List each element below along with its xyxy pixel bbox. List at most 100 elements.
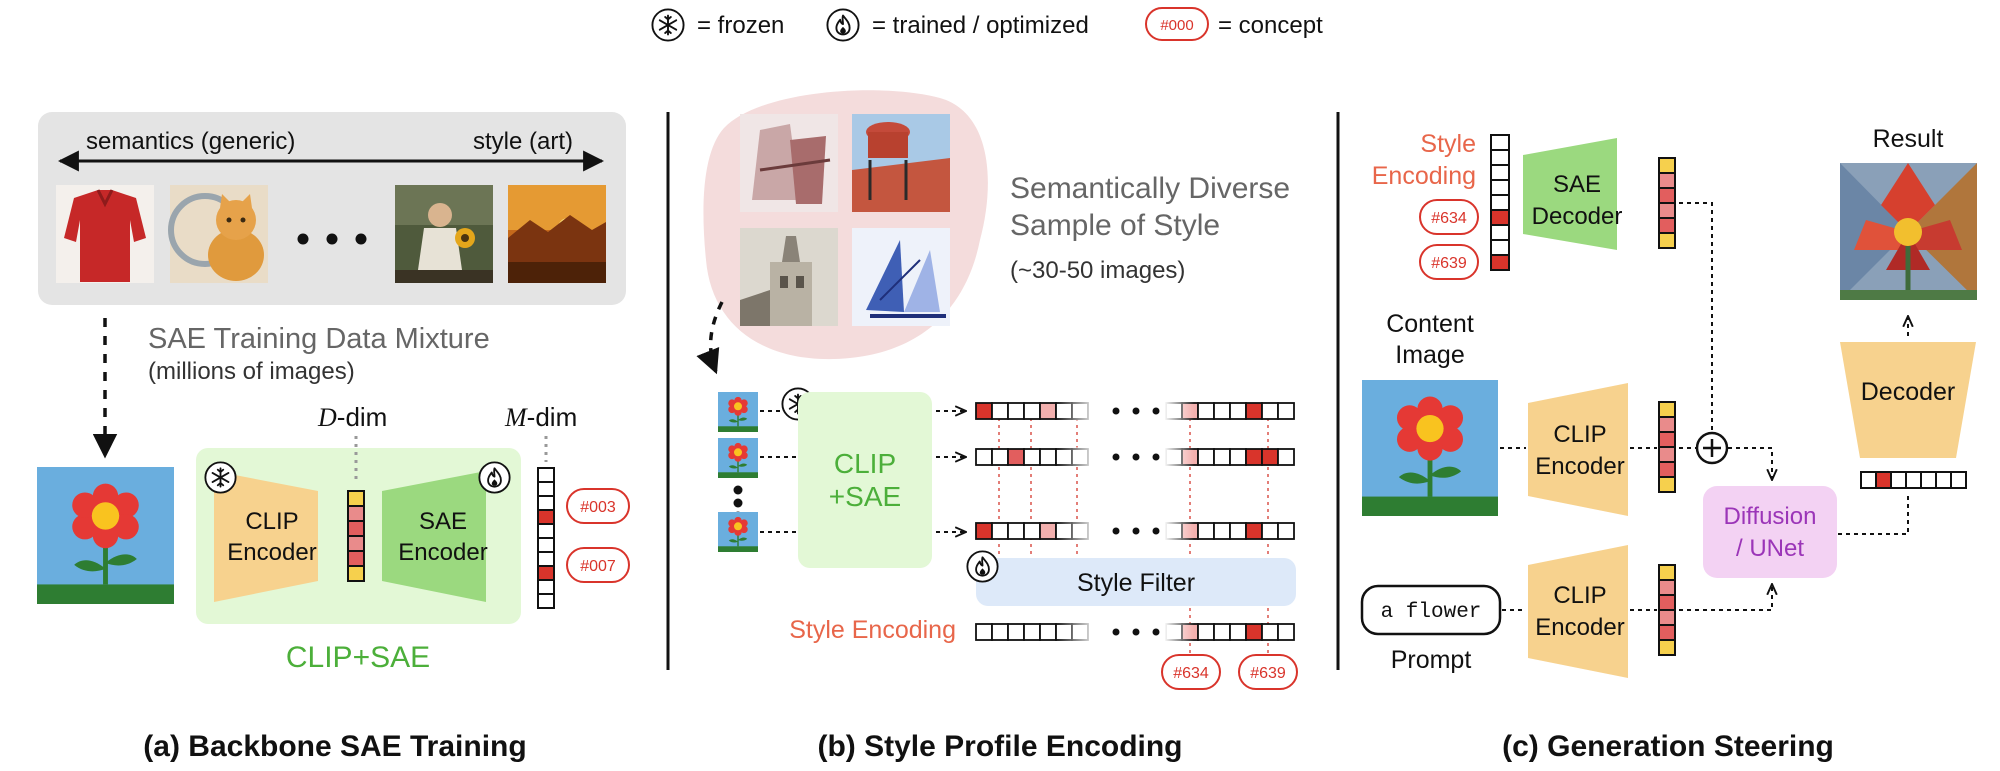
snowflake-icon: [651, 8, 685, 42]
content-image-label-line2: Image: [1395, 341, 1464, 369]
code-cell: [1007, 448, 1025, 466]
concept-tag-003: [566, 488, 630, 524]
style-encoding-row: [975, 622, 1295, 642]
concept-tag-634-text: #634: [1431, 210, 1467, 227]
concept-tag-639-text: #639: [1431, 255, 1467, 272]
d-dim-vector: [347, 490, 365, 582]
code-cell: [1197, 522, 1215, 540]
plus-icon: [1703, 439, 1721, 457]
concept-tag-003-text: #003: [580, 499, 616, 516]
code-cell: [975, 522, 993, 540]
code-cell: [975, 623, 993, 641]
legend: = frozen = trained / optimized #000 = co…: [651, 7, 1323, 42]
code-cell: [1277, 448, 1295, 466]
panel-b-style-profile-encoding: Semantically Diverse Sample of Style (~3…: [696, 90, 1298, 763]
code-cell: [1277, 623, 1295, 641]
sae-decoder-label-line2: Decoder: [1532, 203, 1623, 230]
sample-title-line1: Semantically Diverse: [1010, 172, 1290, 205]
code-cell: [1213, 623, 1231, 641]
code-cell: [1039, 623, 1057, 641]
legend-concept-tag-text: #000: [1160, 17, 1193, 34]
style-input-thumb-1: [718, 392, 758, 432]
code-cell: [1197, 623, 1215, 641]
code-cell: [1197, 448, 1215, 466]
flame-icon: [826, 8, 860, 42]
code-cell: [991, 522, 1009, 540]
thumbnail-red-sweater: [56, 185, 154, 283]
code-cell: [975, 402, 993, 420]
sample-title-line2: Sample of Style: [1010, 209, 1220, 242]
fade-overlay: [1058, 401, 1098, 421]
concept-tag-007-text: #007: [580, 558, 616, 575]
content-flower-image: [1362, 380, 1498, 516]
fade-overlay: [1164, 622, 1194, 642]
style-input-thumb-2: [718, 438, 758, 478]
d-dim-label: D-dim: [317, 402, 387, 432]
code-cell: [1261, 623, 1279, 641]
sae-encoder-label-line1: SAE: [419, 508, 467, 535]
code-cell: [1007, 402, 1025, 420]
ellipsis-dot: [1152, 628, 1160, 636]
concept-tag-007: [566, 547, 630, 583]
style-sample-painting-3: [740, 228, 838, 326]
ellipsis-dot: [1112, 628, 1120, 636]
code-cell: [1023, 402, 1041, 420]
m-dim-label: M-dim: [504, 402, 577, 432]
ellipsis-dot: [1112, 407, 1120, 415]
fade-overlay: [1164, 521, 1194, 541]
sae-training-data-mixture-subtitle: (millions of images): [148, 358, 355, 385]
concept-tag-639: [1238, 654, 1298, 690]
clip-encoder-b-label-line2: Encoder: [1535, 614, 1624, 641]
code-cell: [1007, 522, 1025, 540]
diffusion-label-line2: / UNet: [1736, 535, 1804, 562]
input-flower-image: [37, 467, 174, 604]
clip-encoder-a-label-line1: CLIP: [1553, 421, 1606, 448]
ellipsis-dot: [1132, 453, 1140, 461]
concept-tag-634: [1419, 199, 1479, 235]
ellipsis-dot: [1152, 407, 1160, 415]
style-encoding-label: Style Encoding: [789, 616, 956, 644]
flame-icon: [478, 461, 511, 494]
prompt-box[interactable]: [1360, 584, 1502, 636]
sae-training-data-mixture-title: SAE Training Data Mixture: [148, 323, 490, 355]
latent-vector: [1860, 471, 1967, 489]
sae-encoder-trapezoid: [382, 471, 486, 602]
code-cell: [1277, 522, 1295, 540]
legend-frozen-label: = frozen: [697, 12, 784, 39]
style-sample-painting-2: [852, 114, 950, 212]
content-clip-vector: [1658, 401, 1676, 493]
prompt-clip-vector: [1658, 564, 1676, 656]
clip-sae-caption: CLIP+SAE: [286, 641, 430, 674]
clip-encoder-b-trapezoid: [1528, 545, 1628, 678]
content-image-label-line1: Content: [1386, 310, 1474, 338]
clip-encoder-a-trapezoid: [1528, 383, 1628, 516]
sae-encoder-label-line2: Encoder: [398, 539, 487, 566]
ellipsis-dot: [1132, 407, 1140, 415]
code-cell: [1039, 522, 1057, 540]
code-cell: [1197, 402, 1215, 420]
snowflake-icon: [204, 461, 237, 494]
code-cell: [975, 448, 993, 466]
thumbnail-boy-painting: [395, 185, 493, 283]
code-cell: [1213, 522, 1231, 540]
sparse-code-row-2: [975, 447, 1295, 467]
sae-decoder-label-line1: SAE: [1553, 171, 1601, 198]
code-cell: [991, 448, 1009, 466]
ellipsis-dot: [1112, 453, 1120, 461]
code-cell: [1245, 623, 1263, 641]
panel-b-caption: (b) Style Profile Encoding: [817, 730, 1182, 763]
clip-encoder-trapezoid: [214, 471, 318, 602]
sae-decoder-trapezoid: [1523, 138, 1617, 250]
code-cell: [1039, 402, 1057, 420]
code-cell: [1039, 448, 1057, 466]
style-encoding-vector: [1490, 134, 1510, 271]
code-cell: [1213, 448, 1231, 466]
clip-encoder-b-label-line1: CLIP: [1553, 582, 1606, 609]
prompt-text: a flower: [1381, 601, 1482, 624]
style-sample-painting-4: [852, 228, 950, 326]
result-label: Result: [1873, 125, 1944, 153]
concept-tag-639: [1419, 244, 1479, 280]
diffusion-label-line1: Diffusion: [1724, 503, 1817, 530]
concept-tag-634-text: #634: [1173, 665, 1209, 682]
